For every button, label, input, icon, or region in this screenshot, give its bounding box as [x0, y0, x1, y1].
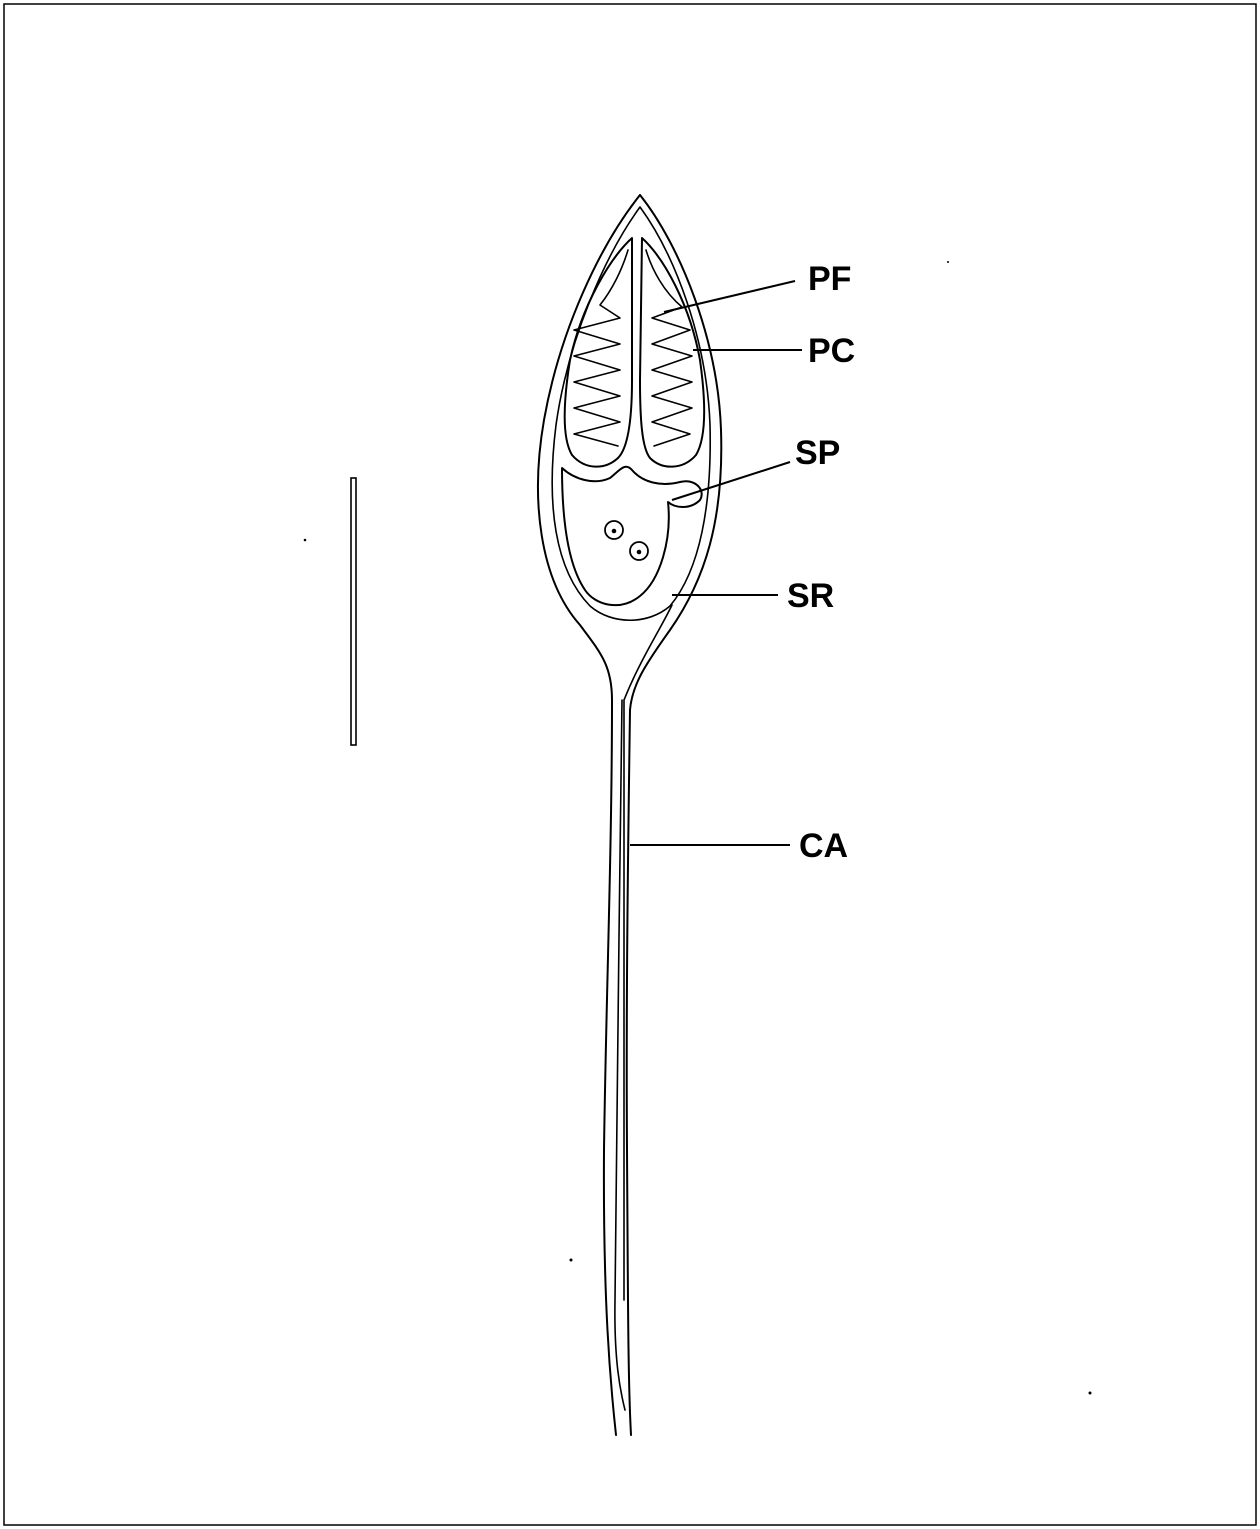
polar-filament-right	[646, 250, 692, 446]
scale-bar	[351, 478, 356, 745]
label-pc: PC	[808, 332, 855, 370]
label-sr: SR	[787, 577, 834, 615]
polar-capsule-right	[640, 238, 704, 467]
label-ca: CA	[799, 827, 848, 865]
leader-lines	[630, 281, 802, 845]
polar-capsule-left	[565, 238, 632, 467]
sutural-ridge	[624, 605, 672, 1300]
spore-outer-wall	[538, 195, 721, 1435]
sporoplasm	[562, 467, 702, 605]
label-sp: SP	[795, 434, 840, 472]
leader-pf	[664, 281, 795, 312]
scan-specks	[304, 261, 1092, 1395]
label-pf: PF	[808, 260, 851, 298]
